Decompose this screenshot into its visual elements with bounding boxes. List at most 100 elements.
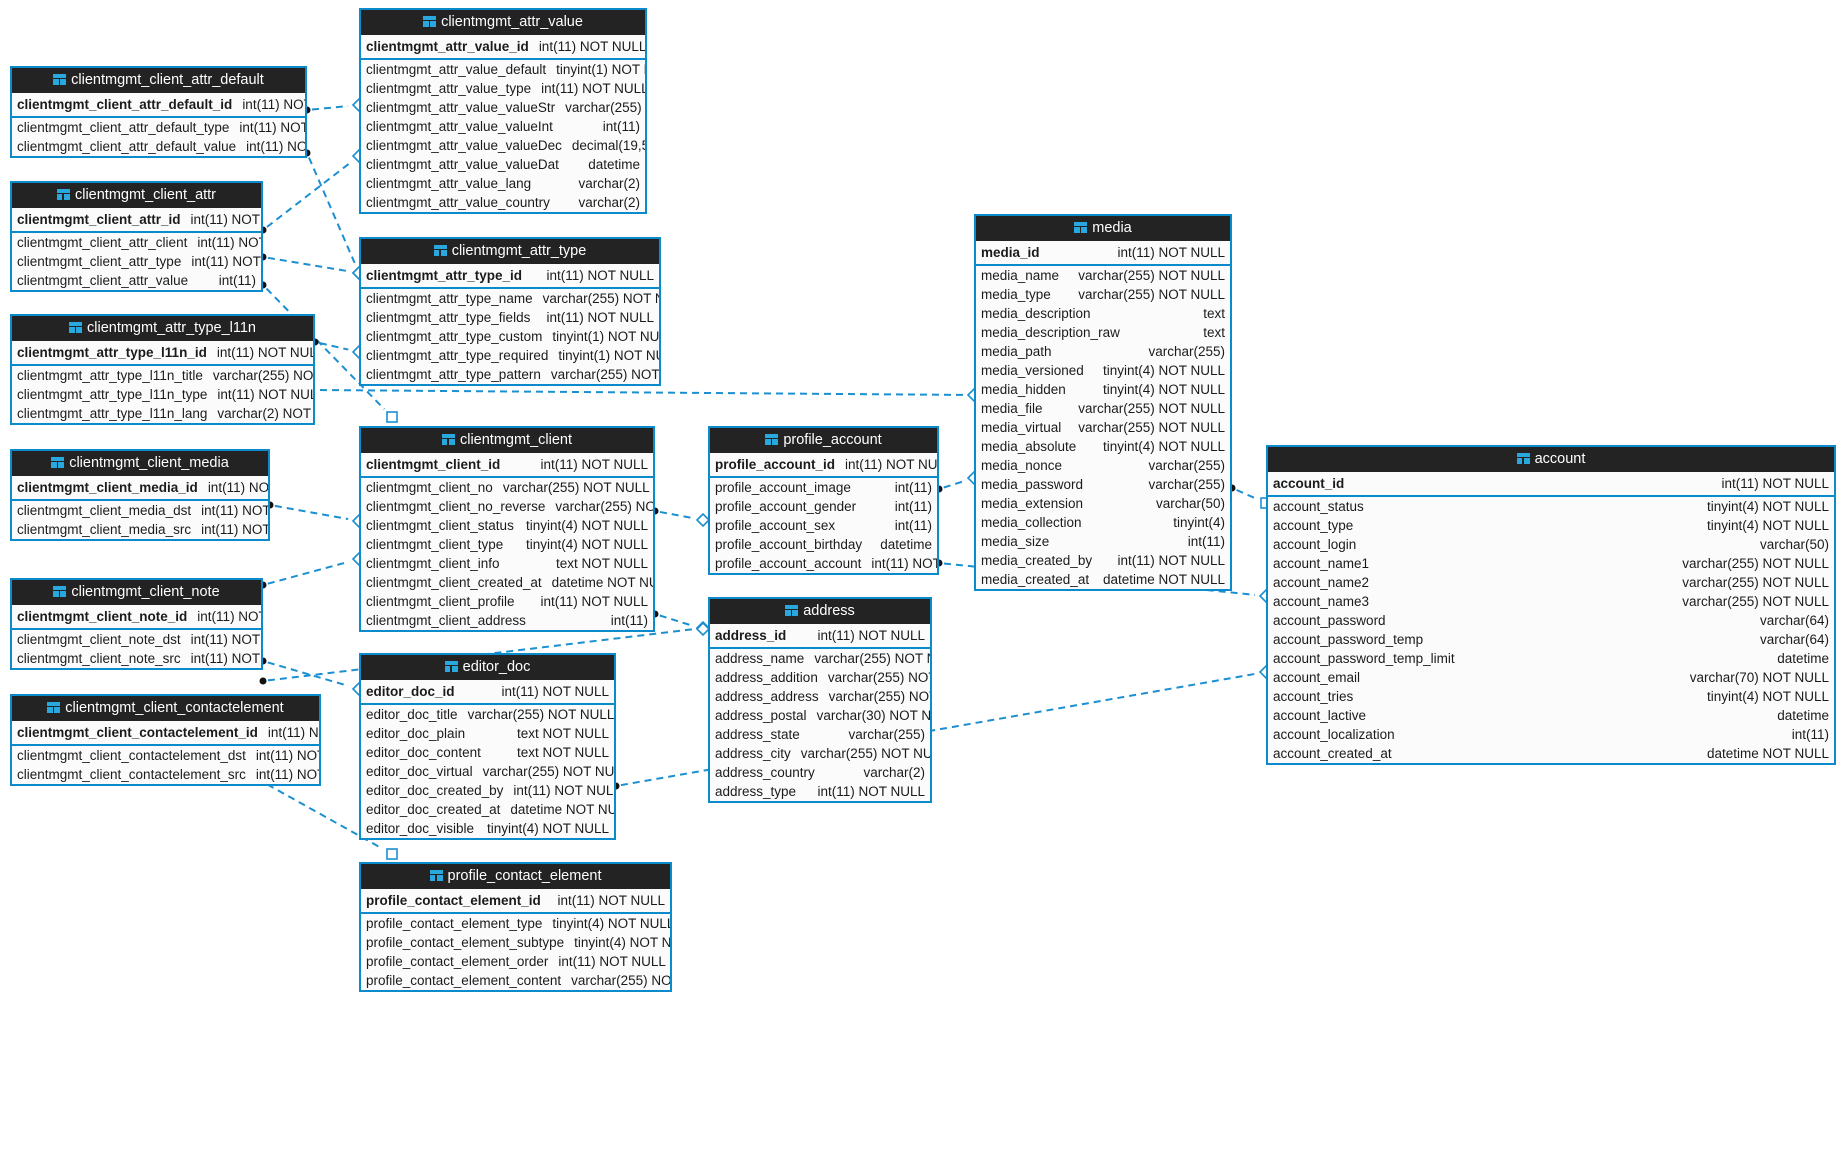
entity-table-header[interactable]: clientmgmt_client_note: [12, 580, 261, 605]
entity-table-header[interactable]: clientmgmt_client_attr: [12, 183, 261, 208]
entity-table-header[interactable]: media: [976, 216, 1230, 241]
entity-table-header[interactable]: profile_account: [710, 428, 937, 453]
entity-table-header[interactable]: clientmgmt_client_attr_default: [12, 68, 305, 93]
entity-table-header[interactable]: account: [1268, 447, 1834, 472]
entity-table-header[interactable]: editor_doc: [361, 655, 614, 680]
entity-table-header[interactable]: clientmgmt_client_media: [12, 451, 268, 476]
entity-table-header[interactable]: clientmgmt_attr_type: [361, 239, 659, 264]
entity-table-header[interactable]: clientmgmt_attr_value: [361, 10, 645, 35]
entity-table-header[interactable]: address: [710, 599, 930, 624]
